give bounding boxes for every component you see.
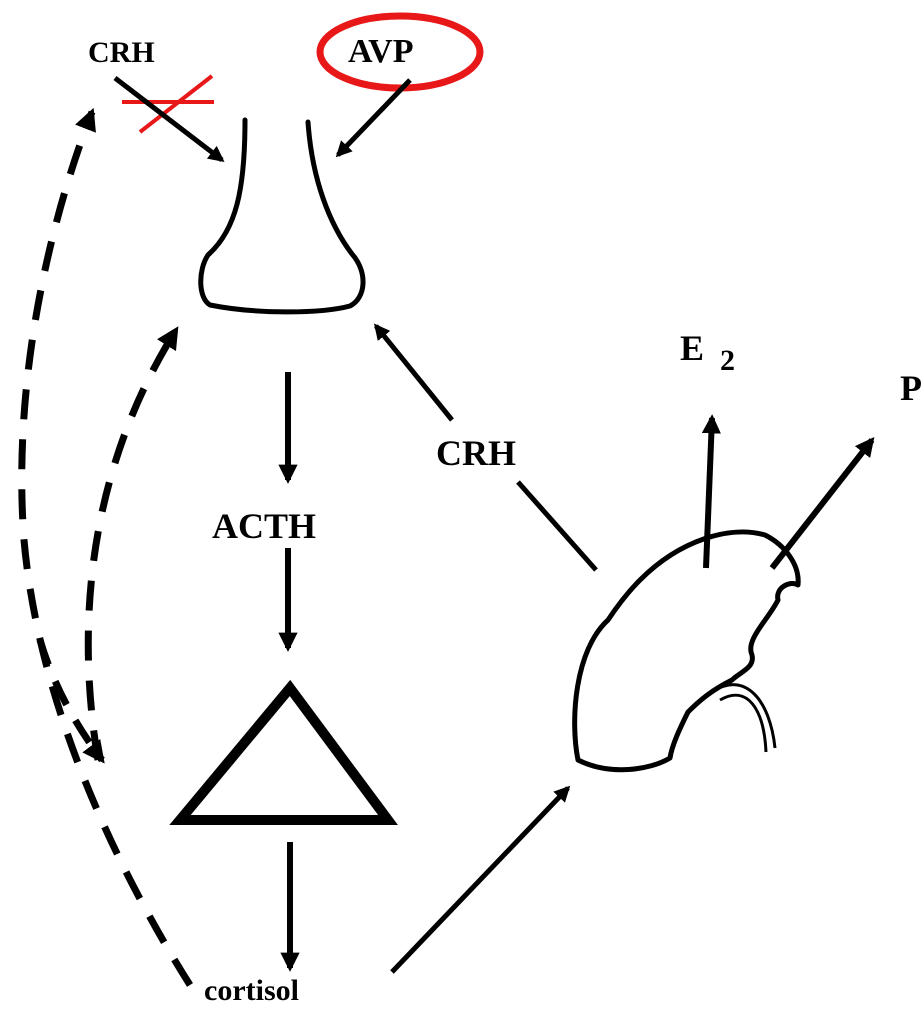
avp-label: AVP (348, 33, 414, 70)
acth-label: ACTH (212, 506, 316, 546)
placental-crh-to-pituitary-arrow (373, 323, 454, 422)
placenta-to-progesterone-arrow (769, 436, 875, 570)
crh-to-pituitary-arrow (113, 76, 225, 162)
cortisol-to-placenta-arrow (390, 785, 571, 974)
placenta-to-estradiol-arrow (701, 414, 721, 569)
placenta-crh-connector (516, 480, 598, 572)
pituitary-gland-shape (198, 117, 366, 315)
estradiol-subscript: 2 (720, 344, 735, 377)
cortisol-feedback-to-pituitary-dashed-arrow (84, 326, 179, 761)
crh-placenta-label: CRH (436, 433, 516, 473)
avp-to-pituitary-arrow (335, 78, 412, 158)
dashed-descending-arrow-head (36, 638, 105, 764)
umbilical-cord-line-1 (711, 683, 777, 749)
estradiol-label: E (680, 328, 704, 368)
cortisol-feedback-to-hypothalamus-dashed-arrow (18, 107, 193, 987)
placenta-shape (572, 529, 801, 773)
crh-hypothalamus-label: CRH (88, 36, 155, 69)
adrenal-gland-triangle (169, 679, 398, 825)
crh-block-cross-stroke-2 (138, 74, 214, 134)
umbilical-cord-line-2 (719, 693, 768, 753)
progesterone-label: P (900, 368, 922, 408)
cortisol-label: cortisol (204, 974, 299, 1007)
